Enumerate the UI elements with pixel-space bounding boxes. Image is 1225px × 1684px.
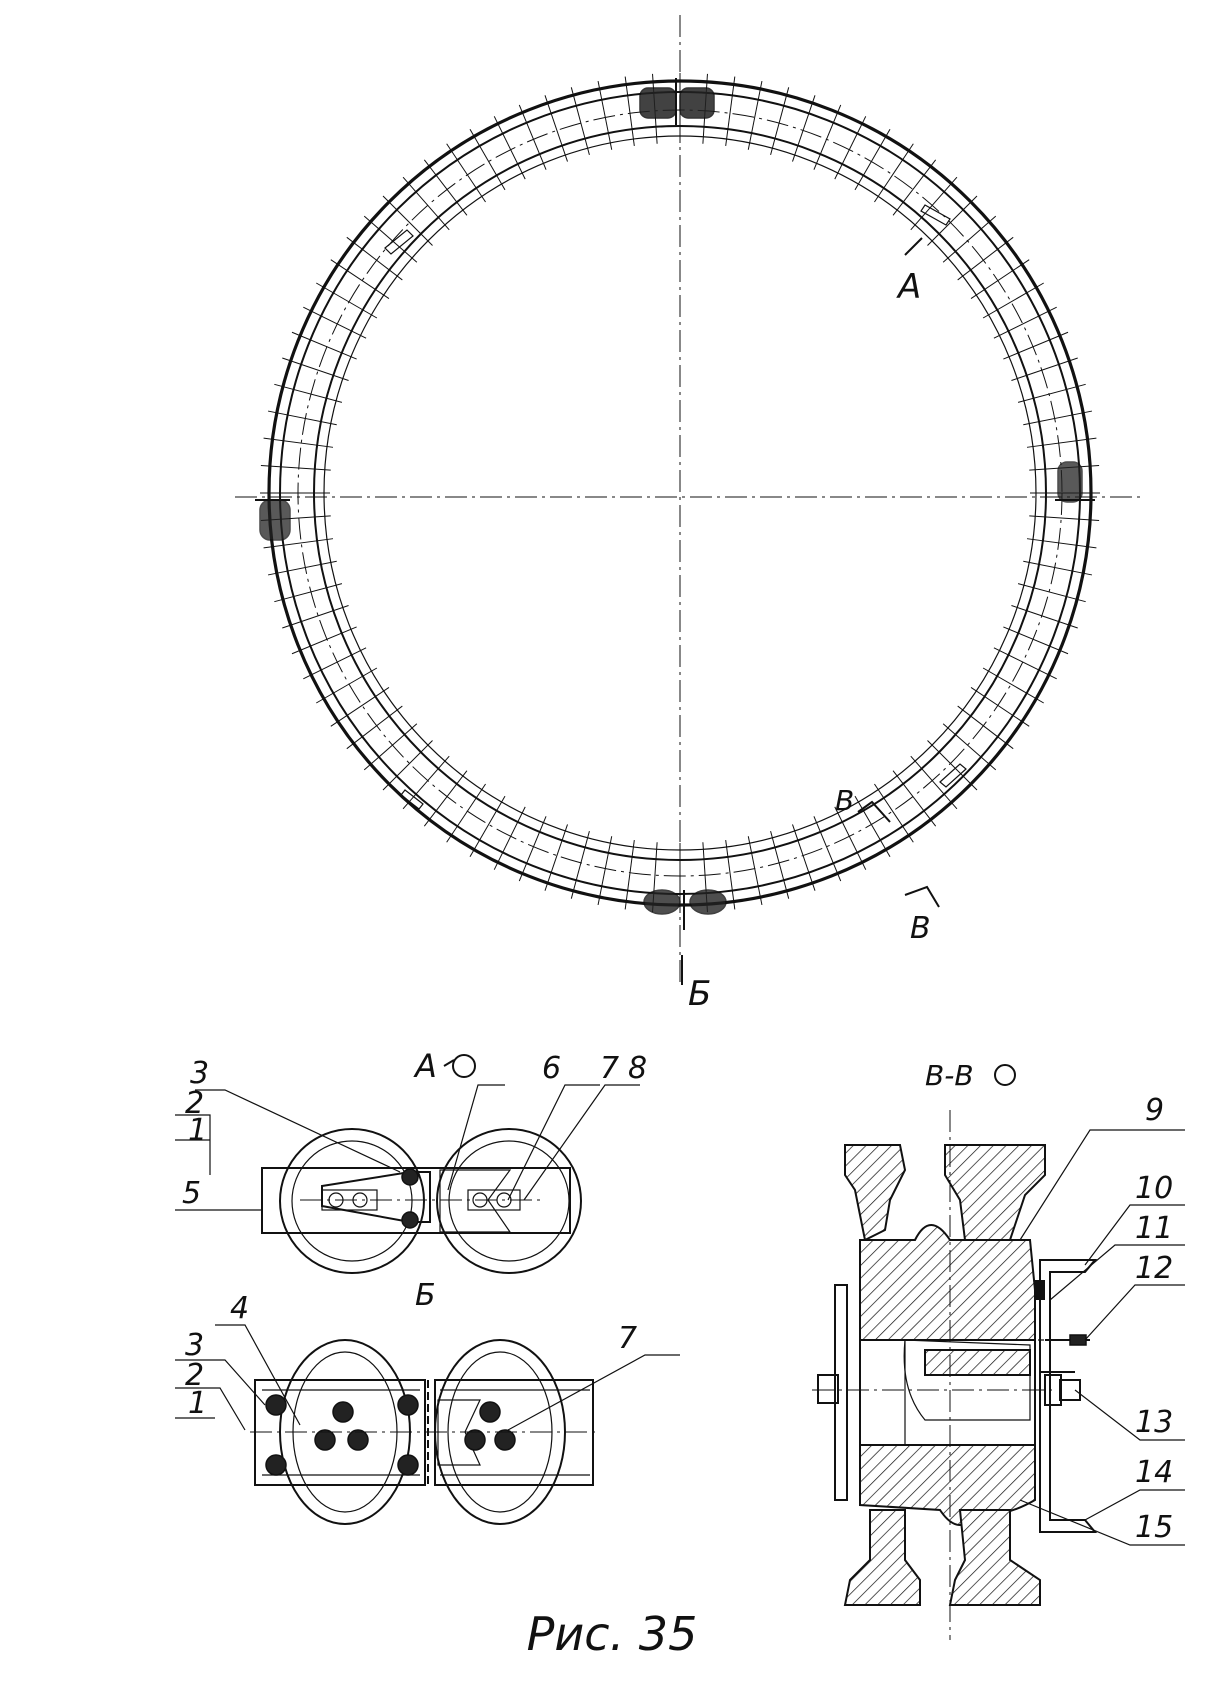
sleeper-tick: [1029, 516, 1099, 521]
sleeper-tick: [625, 840, 634, 909]
bolt-a-bottom: [402, 1212, 418, 1228]
sleeper-tick: [331, 260, 389, 299]
callout-14: 14: [1135, 1455, 1173, 1490]
sleeper-tick: [598, 836, 612, 905]
callout-1-b: 1: [188, 1386, 207, 1421]
sleeper-tick: [1003, 332, 1068, 359]
view-a-title: А: [413, 1047, 437, 1085]
sleeper-tick: [1027, 539, 1096, 548]
sleeper-tick: [274, 384, 342, 402]
callout-11: 11: [1135, 1211, 1173, 1246]
sleeper-tick: [403, 177, 449, 230]
callout-15: 15: [1135, 1510, 1173, 1545]
sleeper-tick: [519, 105, 546, 170]
bolt-a-top: [402, 1169, 418, 1185]
sleeper-tick: [268, 561, 337, 575]
sleeper-tick: [971, 687, 1029, 726]
callout-6: 6: [542, 1051, 561, 1086]
sleeper-tick: [726, 840, 735, 909]
sleeper-tick: [364, 724, 417, 770]
sleeper-tick: [403, 756, 449, 809]
section-a-label: А: [896, 267, 921, 307]
sleeper-tick: [274, 584, 342, 602]
sleeper-tick: [292, 627, 357, 654]
callout-4: 4: [230, 1291, 249, 1326]
section-v-marker-lower: [905, 887, 939, 907]
sleeper-tick: [748, 836, 762, 905]
sleeper-tick: [874, 144, 913, 202]
top-joint: [640, 78, 714, 125]
sleeper-tick: [261, 466, 331, 471]
view-b-title: Б: [415, 1278, 436, 1313]
view-a-rotation-icon: [453, 1055, 475, 1077]
view-a: А 3 2 1 5 6 7 8: [175, 1047, 647, 1273]
section-b-label: Б: [688, 974, 711, 1014]
sleeper-tick: [1027, 438, 1096, 447]
view-vv: В-В: [812, 1059, 1185, 1640]
sleeper-tick: [264, 438, 333, 447]
sleeper-tick: [927, 196, 976, 245]
view-vv-title: В-В: [925, 1059, 974, 1092]
sleeper-tick: [331, 687, 389, 726]
section-v-label-lower: В: [910, 911, 931, 946]
sleeper-tick: [1018, 584, 1086, 602]
sleeper-tick: [927, 740, 976, 789]
sleeper-tick: [726, 77, 735, 146]
callout-12: 12: [1135, 1251, 1173, 1286]
sleeper-tick: [598, 81, 612, 150]
bottom-joint: [644, 890, 726, 930]
sleeper-tick: [447, 144, 486, 202]
ring-main-view: А Б В В: [235, 15, 1140, 1014]
left-joint: [255, 500, 290, 540]
sleeper-tick: [814, 105, 841, 170]
section-v-label-upper: В: [835, 784, 854, 817]
callout-5: 5: [182, 1176, 201, 1211]
sleeper-tick: [1003, 627, 1068, 654]
sleeper-tick: [519, 816, 546, 881]
sleeper-tick: [971, 260, 1029, 299]
figure-caption: Рис. 35: [527, 1607, 698, 1661]
sleeper-tick: [1023, 561, 1092, 575]
callout-13: 13: [1135, 1405, 1173, 1440]
sleeper-tick: [1023, 411, 1092, 425]
view-b: Б 4 3 2 1 7: [175, 1278, 680, 1524]
section-a-marker: [905, 238, 922, 255]
roller-left-a: [280, 1129, 424, 1273]
sleeper-tick: [874, 784, 913, 842]
sleeper-tick: [292, 332, 357, 359]
sleeper-tick: [814, 816, 841, 881]
sleeper-tick: [447, 784, 486, 842]
callout-9: 9: [1145, 1093, 1164, 1128]
callout-7-a: 7: [600, 1051, 619, 1086]
sleeper-tick: [268, 411, 337, 425]
sleeper-tick: [1018, 384, 1086, 402]
callout-7-b: 7: [618, 1321, 637, 1356]
sleeper-tick: [383, 196, 432, 245]
sleeper-tick: [383, 740, 432, 789]
sleeper-tick: [748, 81, 762, 150]
sleeper-tick: [625, 77, 634, 146]
callout-1-a: 1: [188, 1113, 207, 1148]
callout-8: 8: [628, 1051, 647, 1086]
view-vv-rotation-icon: [995, 1065, 1015, 1085]
callout-10: 10: [1135, 1171, 1173, 1206]
